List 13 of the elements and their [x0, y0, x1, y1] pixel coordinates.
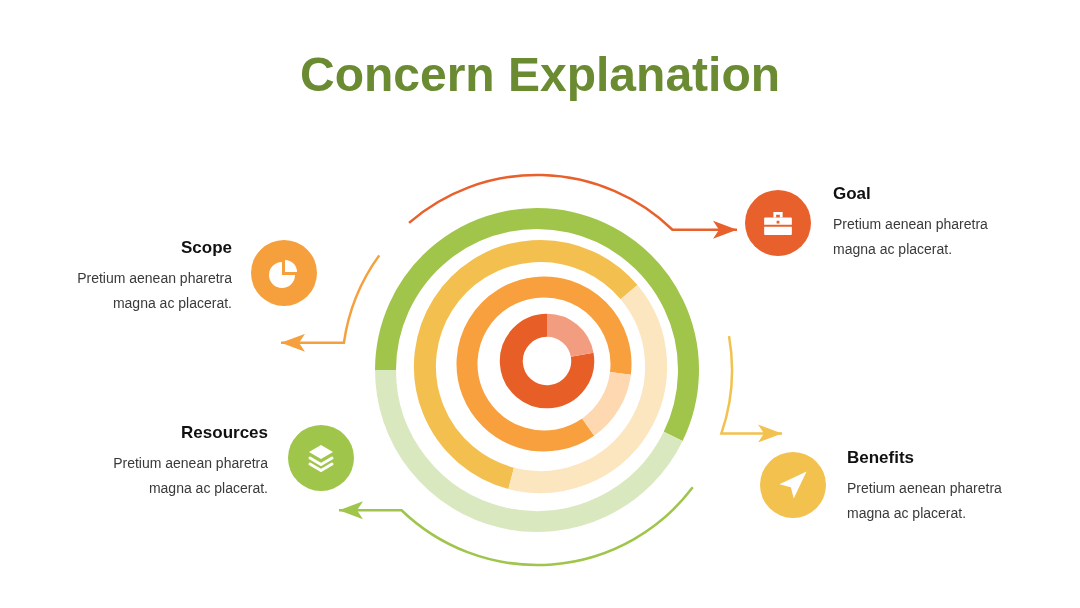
item-description: Pretium aenean pharetra magna ac placerat. [112, 454, 268, 498]
title: Concern Explanation [299, 49, 781, 101]
item-description: Pretium aenean pharetra magna ac placerat. [833, 215, 989, 259]
item-heading: Scope [180, 237, 232, 259]
curved-arrow [281, 254, 381, 352]
item-heading: Resources [181, 422, 268, 444]
item-heading: Goal [833, 183, 871, 205]
curved-arrow [339, 486, 694, 566]
item-description: Pretium aenean pharetra magna ac placerat. [847, 479, 1003, 523]
item-heading: Benefits [847, 447, 915, 469]
curved-arrow [408, 173, 737, 239]
item-description: Pretium aenean pharetra magna ac placerat. [76, 269, 232, 313]
curved-arrow [720, 336, 782, 443]
